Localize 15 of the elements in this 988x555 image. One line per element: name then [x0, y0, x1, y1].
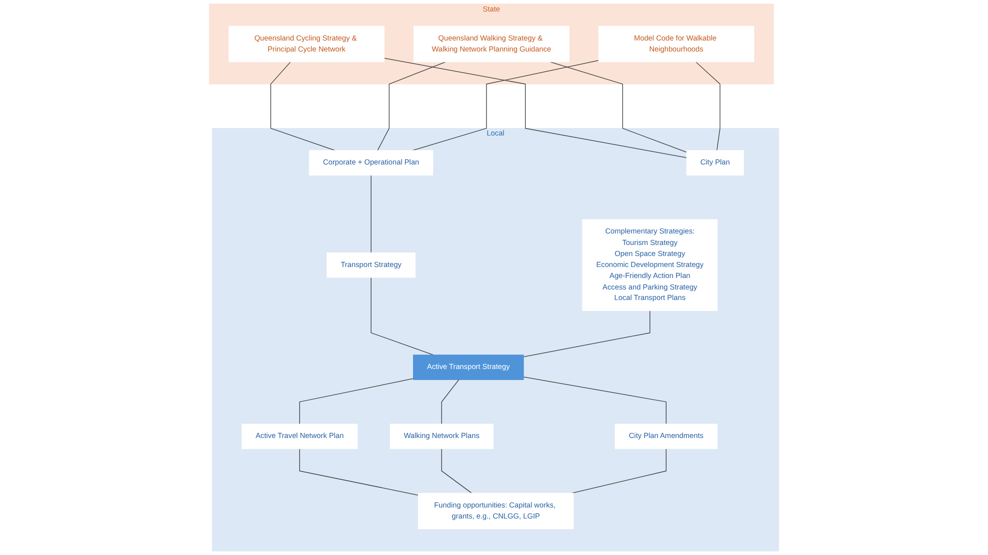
- connector: [523, 310, 650, 358]
- connector: [299, 448, 418, 496]
- connector: [572, 448, 666, 494]
- connector: [550, 62, 687, 152]
- connector: [696, 62, 720, 151]
- connector: [370, 174, 372, 253]
- connector: [377, 62, 446, 151]
- connector: [441, 379, 460, 424]
- connector: [384, 58, 687, 158]
- connector: [523, 376, 666, 424]
- connector: [370, 277, 434, 356]
- connector: [441, 448, 472, 494]
- connector: [270, 62, 336, 151]
- connector: [299, 378, 414, 424]
- connector: [412, 60, 599, 151]
